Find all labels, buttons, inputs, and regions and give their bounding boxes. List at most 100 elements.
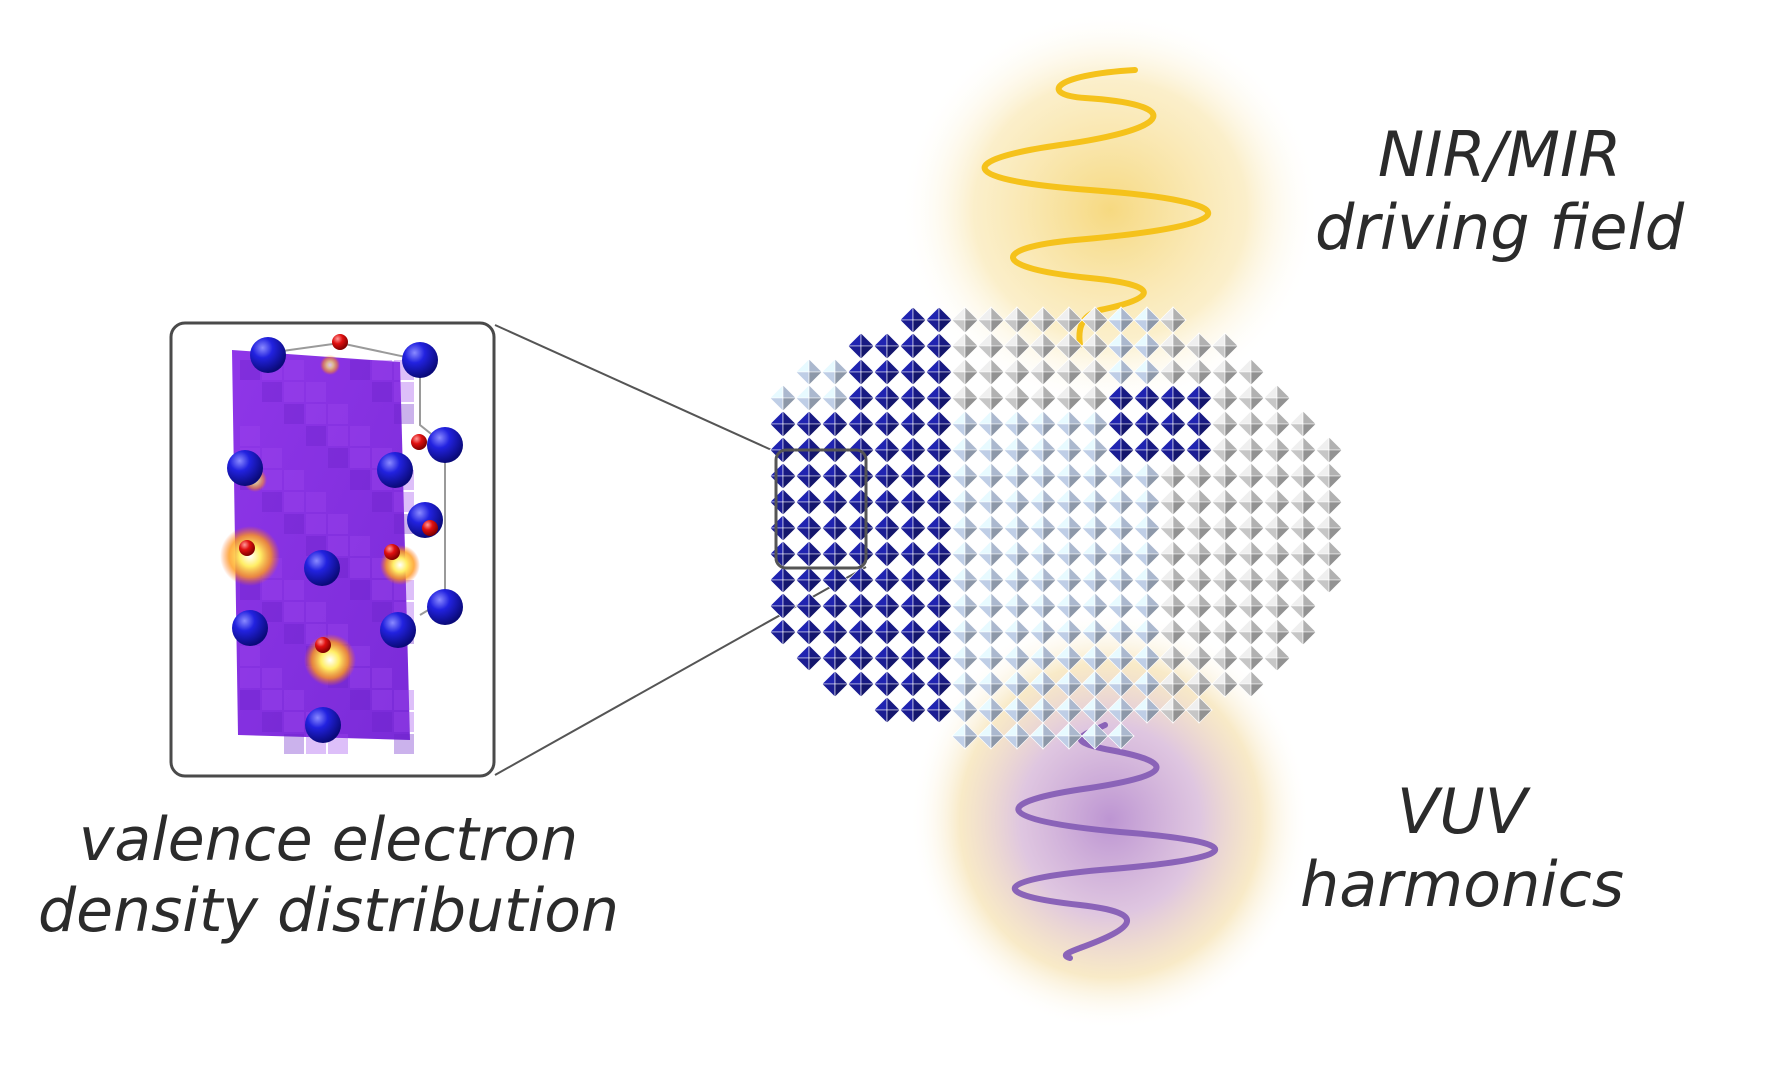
crystal-octahedron (1055, 384, 1083, 412)
crystal-octahedron (821, 462, 849, 490)
facet (951, 371, 966, 386)
facet (977, 553, 992, 568)
facet (1042, 709, 1057, 724)
facet (1185, 553, 1200, 568)
crystal-octahedron (1107, 410, 1135, 438)
facet (1185, 579, 1200, 594)
crystal-octahedron (951, 488, 979, 516)
crystal-octahedron (951, 384, 979, 412)
small-atom (384, 544, 400, 560)
facet (1328, 488, 1343, 503)
crystal-octahedron (951, 462, 979, 490)
facet (1198, 618, 1213, 633)
facet (1250, 514, 1265, 529)
facet (1159, 566, 1174, 581)
facet (977, 618, 992, 633)
facet (938, 618, 953, 633)
large-atom (427, 427, 463, 463)
facet (1042, 449, 1057, 464)
facet (821, 410, 836, 425)
facet (1289, 449, 1304, 464)
facet (964, 527, 979, 542)
facet (1276, 527, 1291, 542)
crystal-octahedron (1055, 358, 1083, 386)
crystal-octahedron (1315, 540, 1343, 568)
crystal-octahedron (1185, 436, 1213, 464)
facet (964, 566, 979, 581)
crystal-octahedron (1185, 592, 1213, 620)
facet (795, 592, 810, 607)
facet (899, 306, 914, 321)
facet (964, 735, 979, 750)
crystal-octahedron (1315, 514, 1343, 542)
facet (990, 423, 1005, 438)
density-cell (262, 492, 282, 512)
crystal-octahedron (899, 540, 927, 568)
crystal-octahedron (847, 514, 875, 542)
facet (1328, 579, 1343, 594)
facet (1133, 462, 1148, 477)
crystal-octahedron (1055, 540, 1083, 568)
crystal-octahedron (1159, 696, 1187, 724)
facet (925, 475, 940, 490)
facet (1263, 397, 1278, 412)
facet (1237, 527, 1252, 542)
facet (964, 514, 979, 529)
facet (1081, 488, 1096, 503)
facet (899, 410, 914, 425)
facet (873, 709, 888, 724)
facet (1211, 488, 1226, 503)
facet (1237, 371, 1252, 386)
density-cell (372, 690, 392, 710)
facet (951, 436, 966, 451)
facet (1016, 592, 1031, 607)
facet (1185, 397, 1200, 412)
crystal-octahedron (873, 644, 901, 672)
crystal-octahedron (899, 488, 927, 516)
facet (1185, 436, 1200, 451)
facet (912, 670, 927, 685)
facet (847, 384, 862, 399)
crystal-octahedron (1133, 488, 1161, 516)
crystal-octahedron (1133, 306, 1161, 334)
facet (847, 670, 862, 685)
facet (1302, 631, 1317, 646)
facet (1055, 540, 1070, 555)
facet (938, 358, 953, 373)
facet (1250, 501, 1265, 516)
crystal-octahedron (1289, 618, 1317, 646)
facet (860, 631, 875, 646)
density-cell (284, 734, 304, 754)
facet (1224, 345, 1239, 360)
facet (873, 514, 888, 529)
crystal-octahedron (821, 514, 849, 542)
crystal-octahedron (769, 566, 797, 594)
density-cell (328, 448, 348, 468)
crystal-octahedron (1107, 644, 1135, 672)
facet (1016, 657, 1031, 672)
crystal-octahedron (1081, 384, 1109, 412)
facet (1289, 566, 1304, 581)
facet (951, 384, 966, 399)
crystal-octahedron (873, 332, 901, 360)
facet (1016, 345, 1031, 360)
facet (1120, 410, 1135, 425)
crystal-octahedron (1133, 358, 1161, 386)
crystal-octahedron (899, 410, 927, 438)
crystal-octahedron (977, 696, 1005, 724)
facet (925, 527, 940, 542)
density-cell (284, 404, 304, 424)
facet (1289, 436, 1304, 451)
crystal-octahedron (1081, 410, 1109, 438)
facet (1068, 631, 1083, 646)
crystal-octahedron (1107, 514, 1135, 542)
crystal-octahedron (847, 384, 875, 412)
facet (1003, 605, 1018, 620)
facet (1146, 553, 1161, 568)
facet (1016, 605, 1031, 620)
facet (847, 436, 862, 451)
facet (795, 605, 810, 620)
crystal-octahedron (821, 358, 849, 386)
facet (1250, 462, 1265, 477)
facet (1146, 410, 1161, 425)
